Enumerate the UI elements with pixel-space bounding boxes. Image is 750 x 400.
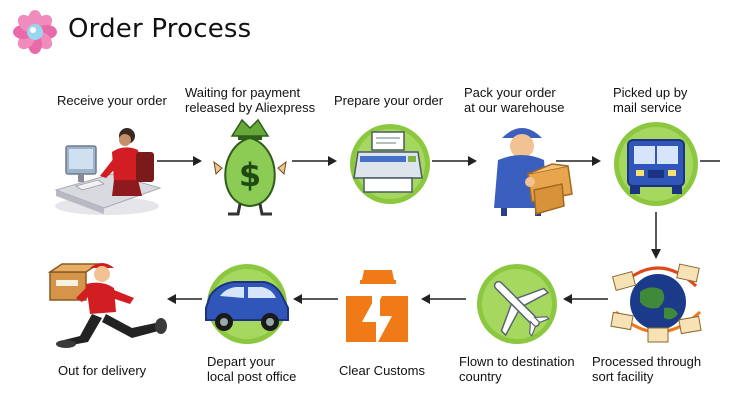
step-label-line: mail service — [613, 100, 682, 115]
step-label-out-for-delivery: Out for delivery — [58, 363, 147, 378]
page-title: Order Process — [68, 14, 252, 44]
step-label-line: Waiting for payment — [185, 85, 301, 100]
arrow-right-icon — [432, 156, 477, 166]
arrow-left-icon — [293, 294, 338, 304]
delivery-runner-icon — [47, 263, 167, 348]
car-icon — [205, 264, 289, 344]
step-label-line: Picked up by — [613, 85, 688, 100]
step-label-picked-up: Picked up by mail service — [613, 85, 687, 115]
arrow-down-icon — [651, 212, 661, 259]
flower-icon — [13, 10, 57, 54]
step-label-prepare-order: Prepare your order — [334, 93, 444, 108]
money-bag-icon: $ — [213, 118, 287, 216]
step-label-line: sort facility — [592, 369, 654, 384]
step-label-line: Pack your order — [464, 85, 556, 100]
step-label-line: released by Aliexpress — [185, 100, 316, 115]
worker-box-icon — [494, 128, 573, 216]
printer-icon — [350, 124, 430, 204]
arrow-right-icon — [157, 156, 202, 166]
step-label-receive-order: Receive your order — [57, 93, 167, 108]
svg-text:$: $ — [239, 156, 261, 194]
step-label-flown: Flown to destination country — [459, 354, 575, 384]
step-label-line: Processed through — [592, 354, 702, 369]
step-label-line: country — [459, 369, 502, 384]
step-label-pack-order: Pack your order at our warehouse — [464, 85, 564, 115]
arrow-left-icon — [421, 294, 466, 304]
step-label-line: Depart your — [207, 354, 275, 369]
airplane-icon — [477, 264, 557, 344]
arrow-right-icon — [292, 156, 337, 166]
globe-mail-icon — [610, 263, 702, 343]
arrow-right-icon — [556, 156, 601, 166]
computer-person-icon — [54, 128, 162, 215]
step-label-processed: Processed through sort facility — [592, 354, 701, 384]
customs-officer-icon — [346, 270, 408, 342]
arrow-line-icon — [700, 160, 720, 162]
step-label-depart-post-office: Depart your local post office — [207, 354, 296, 384]
step-label-line: Flown to destination — [459, 354, 575, 369]
step-label-line: local post office — [207, 369, 297, 384]
arrow-left-icon — [167, 294, 202, 304]
step-label-line: at our warehouse — [464, 100, 565, 115]
step-label-clear-customs: Clear Customs — [339, 363, 425, 378]
arrow-left-icon — [563, 294, 608, 304]
step-label-waiting-payment: Waiting for payment released by Aliexpre… — [185, 85, 315, 115]
truck-icon — [614, 122, 698, 206]
